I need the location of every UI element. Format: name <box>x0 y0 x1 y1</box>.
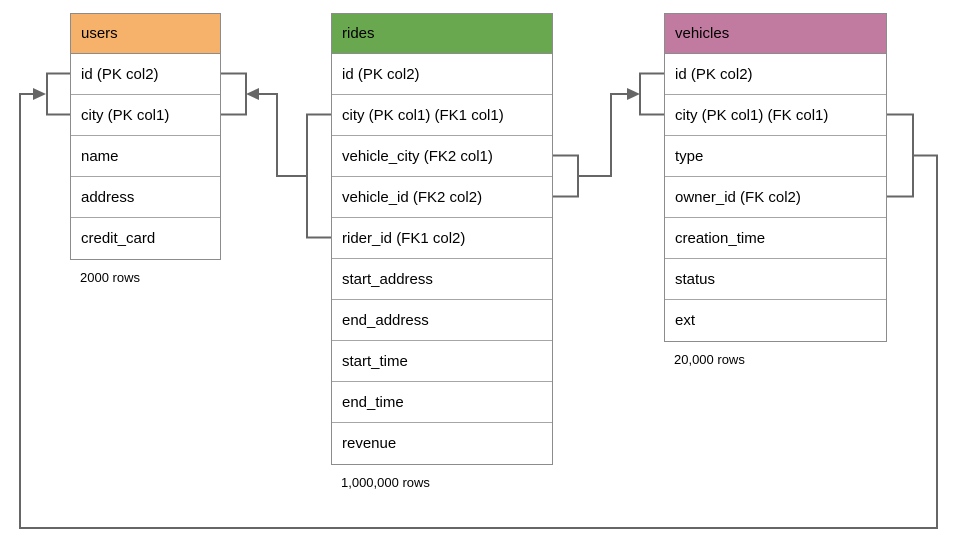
fk2-rides-bracket <box>553 154 579 198</box>
fk-vehicles-bracket <box>887 113 914 198</box>
fk1-arrowhead-icon <box>246 88 259 100</box>
column-rides-4: rider_id (FK1 col2) <box>332 218 552 259</box>
fk2-arrowhead-icon <box>627 88 640 100</box>
column-vehicles-3: owner_id (FK col2) <box>665 177 886 218</box>
column-rides-5: start_address <box>332 259 552 300</box>
column-users-3: address <box>71 177 220 218</box>
fk2-line <box>578 93 628 177</box>
table-users-title: users <box>71 14 220 54</box>
column-vehicles-1: city (PK col1) (FK col1) <box>665 95 886 136</box>
table-rides-columns: id (PK col2)city (PK col1) (FK1 col1)veh… <box>332 54 552 464</box>
table-vehicles-rowcount: 20,000 rows <box>674 352 745 367</box>
column-vehicles-5: status <box>665 259 886 300</box>
column-users-4: credit_card <box>71 218 220 259</box>
fk1-users-bracket <box>221 72 247 116</box>
table-rides-title: rides <box>332 14 552 54</box>
fk1-line <box>258 93 307 177</box>
column-rides-8: end_time <box>332 382 552 423</box>
column-rides-3: vehicle_id (FK2 col2) <box>332 177 552 218</box>
table-rides: rides id (PK col2)city (PK col1) (FK1 co… <box>331 13 553 490</box>
fk1-rides-bracket <box>306 113 331 239</box>
fk-arrowhead-icon <box>33 88 46 100</box>
column-vehicles-2: type <box>665 136 886 177</box>
table-vehicles-box: vehicles id (PK col2)city (PK col1) (FK … <box>664 13 887 342</box>
table-rides-box: rides id (PK col2)city (PK col1) (FK1 co… <box>331 13 553 465</box>
column-vehicles-6: ext <box>665 300 886 341</box>
column-rides-6: end_address <box>332 300 552 341</box>
table-vehicles-title: vehicles <box>665 14 886 54</box>
column-rides-9: revenue <box>332 423 552 464</box>
column-users-1: city (PK col1) <box>71 95 220 136</box>
table-vehicles-columns: id (PK col2)city (PK col1) (FK col1)type… <box>665 54 886 341</box>
column-rides-7: start_time <box>332 341 552 382</box>
fk2-vehicles-bracket <box>639 72 664 116</box>
column-rides-2: vehicle_city (FK2 col1) <box>332 136 552 177</box>
column-rides-1: city (PK col1) (FK1 col1) <box>332 95 552 136</box>
column-users-2: name <box>71 136 220 177</box>
column-users-0: id (PK col2) <box>71 54 220 95</box>
column-vehicles-4: creation_time <box>665 218 886 259</box>
table-rides-rowcount: 1,000,000 rows <box>341 475 430 490</box>
table-users-rowcount: 2000 rows <box>80 270 140 285</box>
column-vehicles-0: id (PK col2) <box>665 54 886 95</box>
table-vehicles: vehicles id (PK col2)city (PK col1) (FK … <box>664 13 887 367</box>
column-rides-0: id (PK col2) <box>332 54 552 95</box>
fk-users-bracket <box>46 72 70 116</box>
